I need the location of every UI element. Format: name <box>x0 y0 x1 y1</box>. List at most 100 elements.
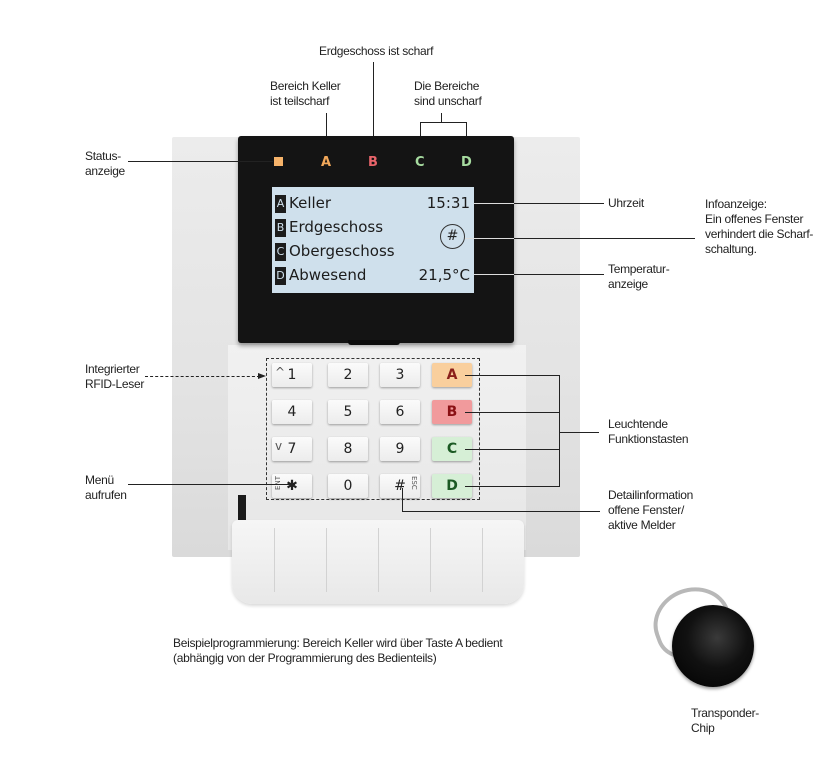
label-info-line1: Infoanzeige: <box>705 197 767 211</box>
leader-key-a <box>465 375 560 376</box>
label-detail-line3: aktive Melder <box>608 518 676 532</box>
key-1[interactable]: 1^ <box>272 363 312 387</box>
label-menu-line1: Menü <box>85 473 114 487</box>
leader-uhrzeit-dark <box>514 203 604 204</box>
lcd-badge-c: C <box>275 242 286 261</box>
label-detail-line2: offene Fenster/ <box>608 503 684 517</box>
key-label: 6 <box>395 404 405 420</box>
key-sublabel: v <box>275 439 283 453</box>
leader-temp-dark <box>514 274 604 275</box>
key-label: 1 <box>287 367 297 383</box>
label-info: Infoanzeige: Ein offenes Fenster verhind… <box>705 197 813 257</box>
lcd-time: 15:31 <box>426 194 470 212</box>
label-funktion-line2: Funktionstasten <box>608 432 689 446</box>
led-a: A <box>321 155 332 170</box>
key-label: 2 <box>343 367 353 383</box>
label-chip: Transponder- Chip <box>691 706 759 736</box>
label-chip-line2: Chip <box>691 721 715 735</box>
leader-key-b <box>465 412 560 413</box>
leader-detail <box>402 511 600 512</box>
key-label: 9 <box>395 441 405 457</box>
label-info-line3: verhindert die Scharf- <box>705 227 814 241</box>
flap-rib <box>378 528 379 592</box>
leader-key-d <box>465 486 560 487</box>
lcd-badge-d: D <box>275 266 286 285</box>
label-temp-line1: Temperatur- <box>608 262 670 276</box>
key-9[interactable]: 9 <box>380 437 420 461</box>
label-chip-line1: Transponder- <box>691 706 759 720</box>
transponder-chip-icon <box>672 605 754 687</box>
leader-erdgeschoss <box>373 62 374 151</box>
flap-rib <box>430 528 431 592</box>
key-label: 8 <box>343 441 353 457</box>
label-bereiche-line2: sind unscharf <box>414 94 482 108</box>
leader-funktion-bar <box>559 375 560 487</box>
key-4[interactable]: 4 <box>272 400 312 424</box>
key-star[interactable]: ✱ENT <box>272 474 312 498</box>
lcd-badge-a: A <box>275 194 286 213</box>
label-keller-line2: ist teilscharf <box>270 94 330 108</box>
flap-rib <box>482 528 483 592</box>
label-info-line4: schaltung. <box>705 242 757 256</box>
leader-rfid-dashed <box>145 376 260 377</box>
key-2[interactable]: 2 <box>328 363 368 387</box>
key-sublabel: ESC <box>410 476 418 490</box>
key-label: 7 <box>287 441 297 457</box>
leader-bereiche <box>441 113 442 122</box>
leader-status <box>128 161 273 162</box>
flap-rib <box>274 528 275 592</box>
label-menu-line2: aufrufen <box>85 488 127 502</box>
key-5[interactable]: 5 <box>328 400 368 424</box>
label-keller-line1: Bereich Keller <box>270 79 341 93</box>
lcd-row-name: Obergeschoss <box>289 242 395 260</box>
lcd-row-name: Abwesend <box>289 266 367 284</box>
key-label: D <box>446 478 458 494</box>
key-label: B <box>446 404 458 420</box>
leader-info-dark <box>514 238 695 239</box>
key-3[interactable]: 3 <box>380 363 420 387</box>
key-label: # <box>394 478 406 494</box>
screen-tab <box>348 340 400 345</box>
label-funktion: Leuchtende Funktionstasten <box>608 417 689 447</box>
key-sublabel: ^ <box>275 365 286 379</box>
label-status-line2: anzeige <box>85 164 125 178</box>
lcd-row-name: Erdgeschoss <box>289 218 384 236</box>
keypad-rfid-area <box>266 358 480 500</box>
key-0[interactable]: 0 <box>328 474 368 498</box>
label-temp: Temperatur- anzeige <box>608 262 670 292</box>
label-erdgeschoss: Erdgeschoss ist scharf <box>319 44 434 58</box>
leader-menu <box>128 484 295 485</box>
label-rfid: Integrierter RFID-Leser <box>85 362 144 392</box>
led-d: D <box>461 155 472 170</box>
label-temp-line2: anzeige <box>608 277 648 291</box>
caption: Beispielprogrammierung: Bereich Keller w… <box>173 636 503 666</box>
led-b: B <box>368 155 378 170</box>
label-status-line1: Status- <box>85 149 121 163</box>
label-bereiche: Die Bereiche sind unscharf <box>414 79 482 109</box>
key-label: 0 <box>343 478 353 494</box>
key-label: C <box>446 441 458 457</box>
label-detail: Detailinformation offene Fenster/ aktive… <box>608 488 693 533</box>
keypad-flap[interactable] <box>232 520 524 604</box>
label-detail-line1: Detailinformation <box>608 488 693 502</box>
label-menu: Menü aufrufen <box>85 473 127 503</box>
label-uhrzeit: Uhrzeit <box>608 196 644 210</box>
leader-key-c <box>465 449 560 450</box>
label-keller: Bereich Keller ist teilscharf <box>270 79 341 109</box>
caption-line1: Beispielprogrammierung: Bereich Keller w… <box>173 636 503 650</box>
flap-rib <box>326 528 327 592</box>
key-8[interactable]: 8 <box>328 437 368 461</box>
key-label: A <box>446 367 458 383</box>
key-label: ✱ <box>286 478 298 494</box>
lcd-temperature: 21,5°C <box>418 266 470 284</box>
key-hash[interactable]: # ESC <box>380 474 420 498</box>
label-info-line2: Ein offenes Fenster <box>705 212 804 226</box>
leader-rfid-arrow-icon <box>258 373 266 379</box>
status-led <box>274 157 283 166</box>
key-6[interactable]: 6 <box>380 400 420 424</box>
